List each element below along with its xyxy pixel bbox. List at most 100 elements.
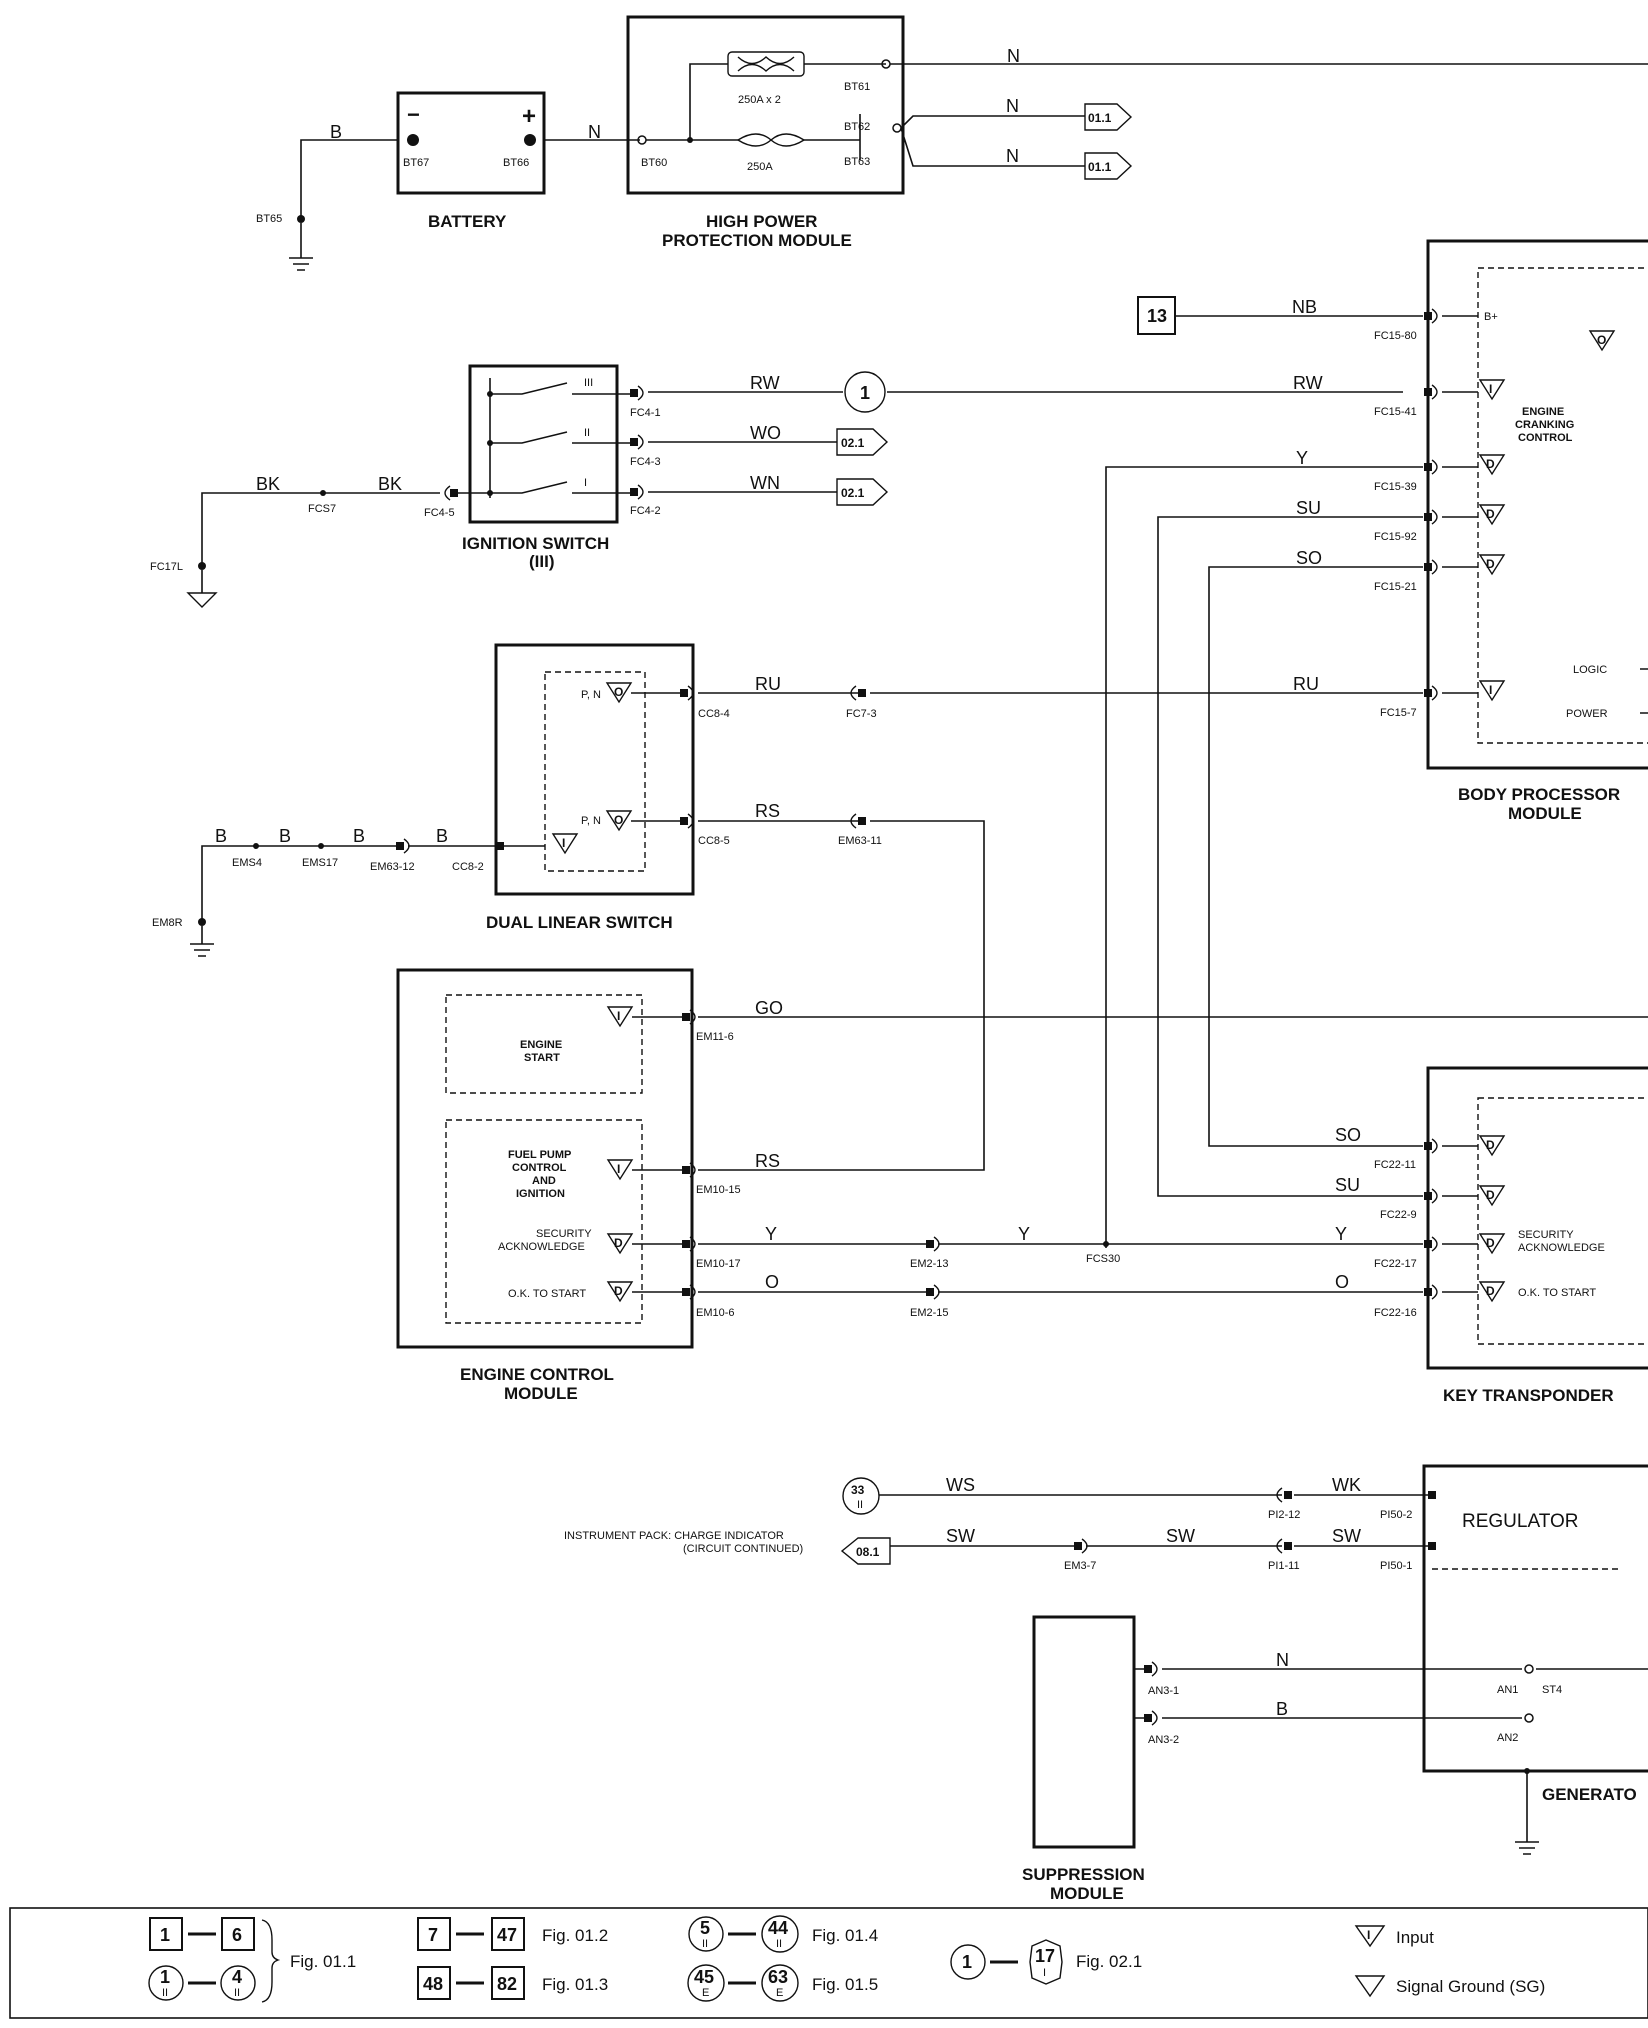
suppression-title-line1: SUPPRESSION bbox=[1022, 1865, 1145, 1884]
triangle-i-dls: I bbox=[562, 836, 565, 850]
ignition-title-line2: (III) bbox=[529, 552, 555, 571]
legend-f2: 17 bbox=[1035, 1946, 1055, 1966]
ref-33-sub: II bbox=[857, 1499, 863, 1511]
label-b-plus: B+ bbox=[1484, 311, 1498, 323]
security-line2: ACKNOWLEDGE bbox=[498, 1241, 585, 1253]
regulator-section: REGULATOR GENERATO 33 II WS WK PI2-12 PI… bbox=[564, 1464, 1648, 1903]
ref-1: 1 bbox=[860, 383, 870, 403]
ignition-title-line1: IGNITION SWITCH bbox=[462, 534, 609, 553]
pin-fc22-16: FC22-16 bbox=[1374, 1307, 1417, 1319]
triangle-i-fp: I bbox=[617, 1162, 620, 1176]
wire-label-sw-3: SW bbox=[1332, 1526, 1361, 1546]
legend-d2-sub: II bbox=[776, 1938, 782, 1950]
legend-b2: 47 bbox=[497, 1925, 517, 1945]
wire-label-rw-1: RW bbox=[750, 373, 780, 393]
legend-d2: 44 bbox=[768, 1918, 788, 1938]
kt-security-line2: ACKNOWLEDGE bbox=[1518, 1242, 1605, 1254]
ignition-switch-box bbox=[468, 364, 619, 524]
legend-f2-sub: I bbox=[1043, 1967, 1046, 1979]
pin-bt61: BT61 bbox=[844, 81, 870, 93]
ground-point-bt65 bbox=[297, 215, 305, 223]
wire-label-b-battery: B bbox=[330, 122, 342, 142]
ref-01-1-b: 01.1 bbox=[1088, 160, 1112, 174]
ignition-switch-section: III II I FC4-1 FC4-3 FC4-2 IGNITION SWIT… bbox=[150, 364, 1403, 608]
pin-pi1-11: PI1-11 bbox=[1268, 1560, 1300, 1572]
ecm-title-line2: MODULE bbox=[504, 1384, 578, 1403]
pin-bt60: BT60 bbox=[641, 157, 667, 169]
wire-label-b-1: B bbox=[215, 826, 227, 846]
pin-fc15-41: FC15-41 bbox=[1374, 406, 1417, 418]
triangle-i-es: I bbox=[617, 1009, 620, 1023]
pin-fc15-80: FC15-80 bbox=[1374, 330, 1417, 342]
instrument-pack-line1: INSTRUMENT PACK: CHARGE INDICATOR bbox=[564, 1530, 784, 1542]
kt-security-line1: SECURITY bbox=[1518, 1229, 1574, 1241]
fuse-label-250a: 250A bbox=[747, 161, 773, 173]
ref-13: 13 bbox=[1147, 306, 1167, 326]
pin-an1: AN1 bbox=[1497, 1684, 1518, 1696]
pin-cc8-2: CC8-2 bbox=[452, 861, 484, 873]
pin-fc22-11: FC22-11 bbox=[1374, 1159, 1416, 1171]
suppression-box bbox=[1032, 1615, 1136, 1849]
suppression-title-line2: MODULE bbox=[1050, 1884, 1124, 1903]
pin-st4: ST4 bbox=[1542, 1684, 1562, 1696]
pin-fc17l: FC17L bbox=[150, 561, 183, 573]
battery-negative-terminal bbox=[407, 134, 419, 146]
pin-fc15-92: FC15-92 bbox=[1374, 531, 1417, 543]
ground-fc17l bbox=[186, 592, 218, 608]
label-pn-2: P, N bbox=[581, 815, 601, 827]
wire-label-rw-2: RW bbox=[1293, 373, 1323, 393]
triangle-d-sec: D bbox=[614, 1236, 623, 1250]
generator-title: GENERATO bbox=[1542, 1785, 1637, 1804]
wire-label-su-kt: SU bbox=[1335, 1175, 1360, 1195]
ref-01-1-a: 01.1 bbox=[1088, 111, 1112, 125]
ref-circle-33 bbox=[842, 1477, 880, 1515]
legend-input-symbol: I bbox=[1367, 1928, 1370, 1942]
pin-em63-12: EM63-12 bbox=[370, 861, 415, 873]
legend-d1: 5 bbox=[700, 1918, 710, 1938]
pin-bt62: BT62 bbox=[844, 121, 870, 133]
minus-sign: − bbox=[407, 102, 420, 127]
ecc-line1: ENGINE bbox=[1522, 406, 1564, 418]
legend-signal-ground: Signal Ground (SG) bbox=[1396, 1977, 1545, 1996]
kt-triangle-d-3: D bbox=[1486, 1236, 1495, 1250]
triangle-o-pn1: O bbox=[614, 685, 623, 699]
ref-circle-1 bbox=[844, 371, 886, 413]
triangle-o-pn2: O bbox=[614, 813, 623, 827]
legend-fig-b: Fig. 01.2 bbox=[542, 1926, 608, 1945]
pin-fcs30: FCS30 bbox=[1086, 1253, 1120, 1265]
triangle-d-3: D bbox=[1486, 557, 1495, 571]
legend-fig-d: Fig. 01.4 bbox=[812, 1926, 878, 1945]
wire-label-wn: WN bbox=[750, 473, 780, 493]
pin-fcs7: FCS7 bbox=[308, 503, 336, 515]
wire-label-nb: NB bbox=[1292, 297, 1317, 317]
pin-em11-6: EM11-6 bbox=[696, 1031, 734, 1043]
hppm-box bbox=[626, 15, 905, 195]
bpm-connectors bbox=[1424, 308, 1438, 701]
legend-fig-f: Fig. 02.1 bbox=[1076, 1952, 1142, 1971]
legend-a4: 4 bbox=[232, 1967, 242, 1987]
wire-label-y-bpm: Y bbox=[1296, 448, 1308, 468]
ecc-line3: CONTROL bbox=[1518, 432, 1573, 444]
pin-em3-7: EM3-7 bbox=[1064, 1560, 1096, 1572]
output-triangle-o: O bbox=[1597, 333, 1606, 347]
wire-label-rs-1: RS bbox=[755, 801, 780, 821]
input-triangle-i-2: I bbox=[1489, 683, 1492, 697]
dual-linear-title: DUAL LINEAR SWITCH bbox=[486, 913, 673, 932]
wire-label-n-top: N bbox=[1007, 46, 1020, 66]
ref-02-1-arrow-a bbox=[836, 428, 889, 456]
hppm-title-line1: HIGH POWER bbox=[706, 212, 817, 231]
regulator-title: REGULATOR bbox=[1462, 1511, 1579, 1532]
ok-to-start: O.K. TO START bbox=[508, 1288, 586, 1300]
wire-label-ws: WS bbox=[946, 1475, 975, 1495]
ref-08-1-arrow bbox=[840, 1537, 891, 1565]
ref-02-1-a: 02.1 bbox=[841, 436, 865, 450]
label-power: POWER bbox=[1566, 708, 1608, 720]
pin-fc22-9: FC22-9 bbox=[1380, 1209, 1417, 1221]
wire-label-wk: WK bbox=[1332, 1475, 1361, 1495]
wire-label-b-2: B bbox=[279, 826, 291, 846]
fuel-pump-line2: CONTROL bbox=[512, 1162, 567, 1174]
regulator-box bbox=[1422, 1464, 1648, 1773]
fuel-pump-line4: IGNITION bbox=[516, 1188, 565, 1200]
key-transponder-section: SO SU FC22-11 FC22-9 FC22-17 FC22-16 D D… bbox=[1335, 1066, 1648, 1405]
